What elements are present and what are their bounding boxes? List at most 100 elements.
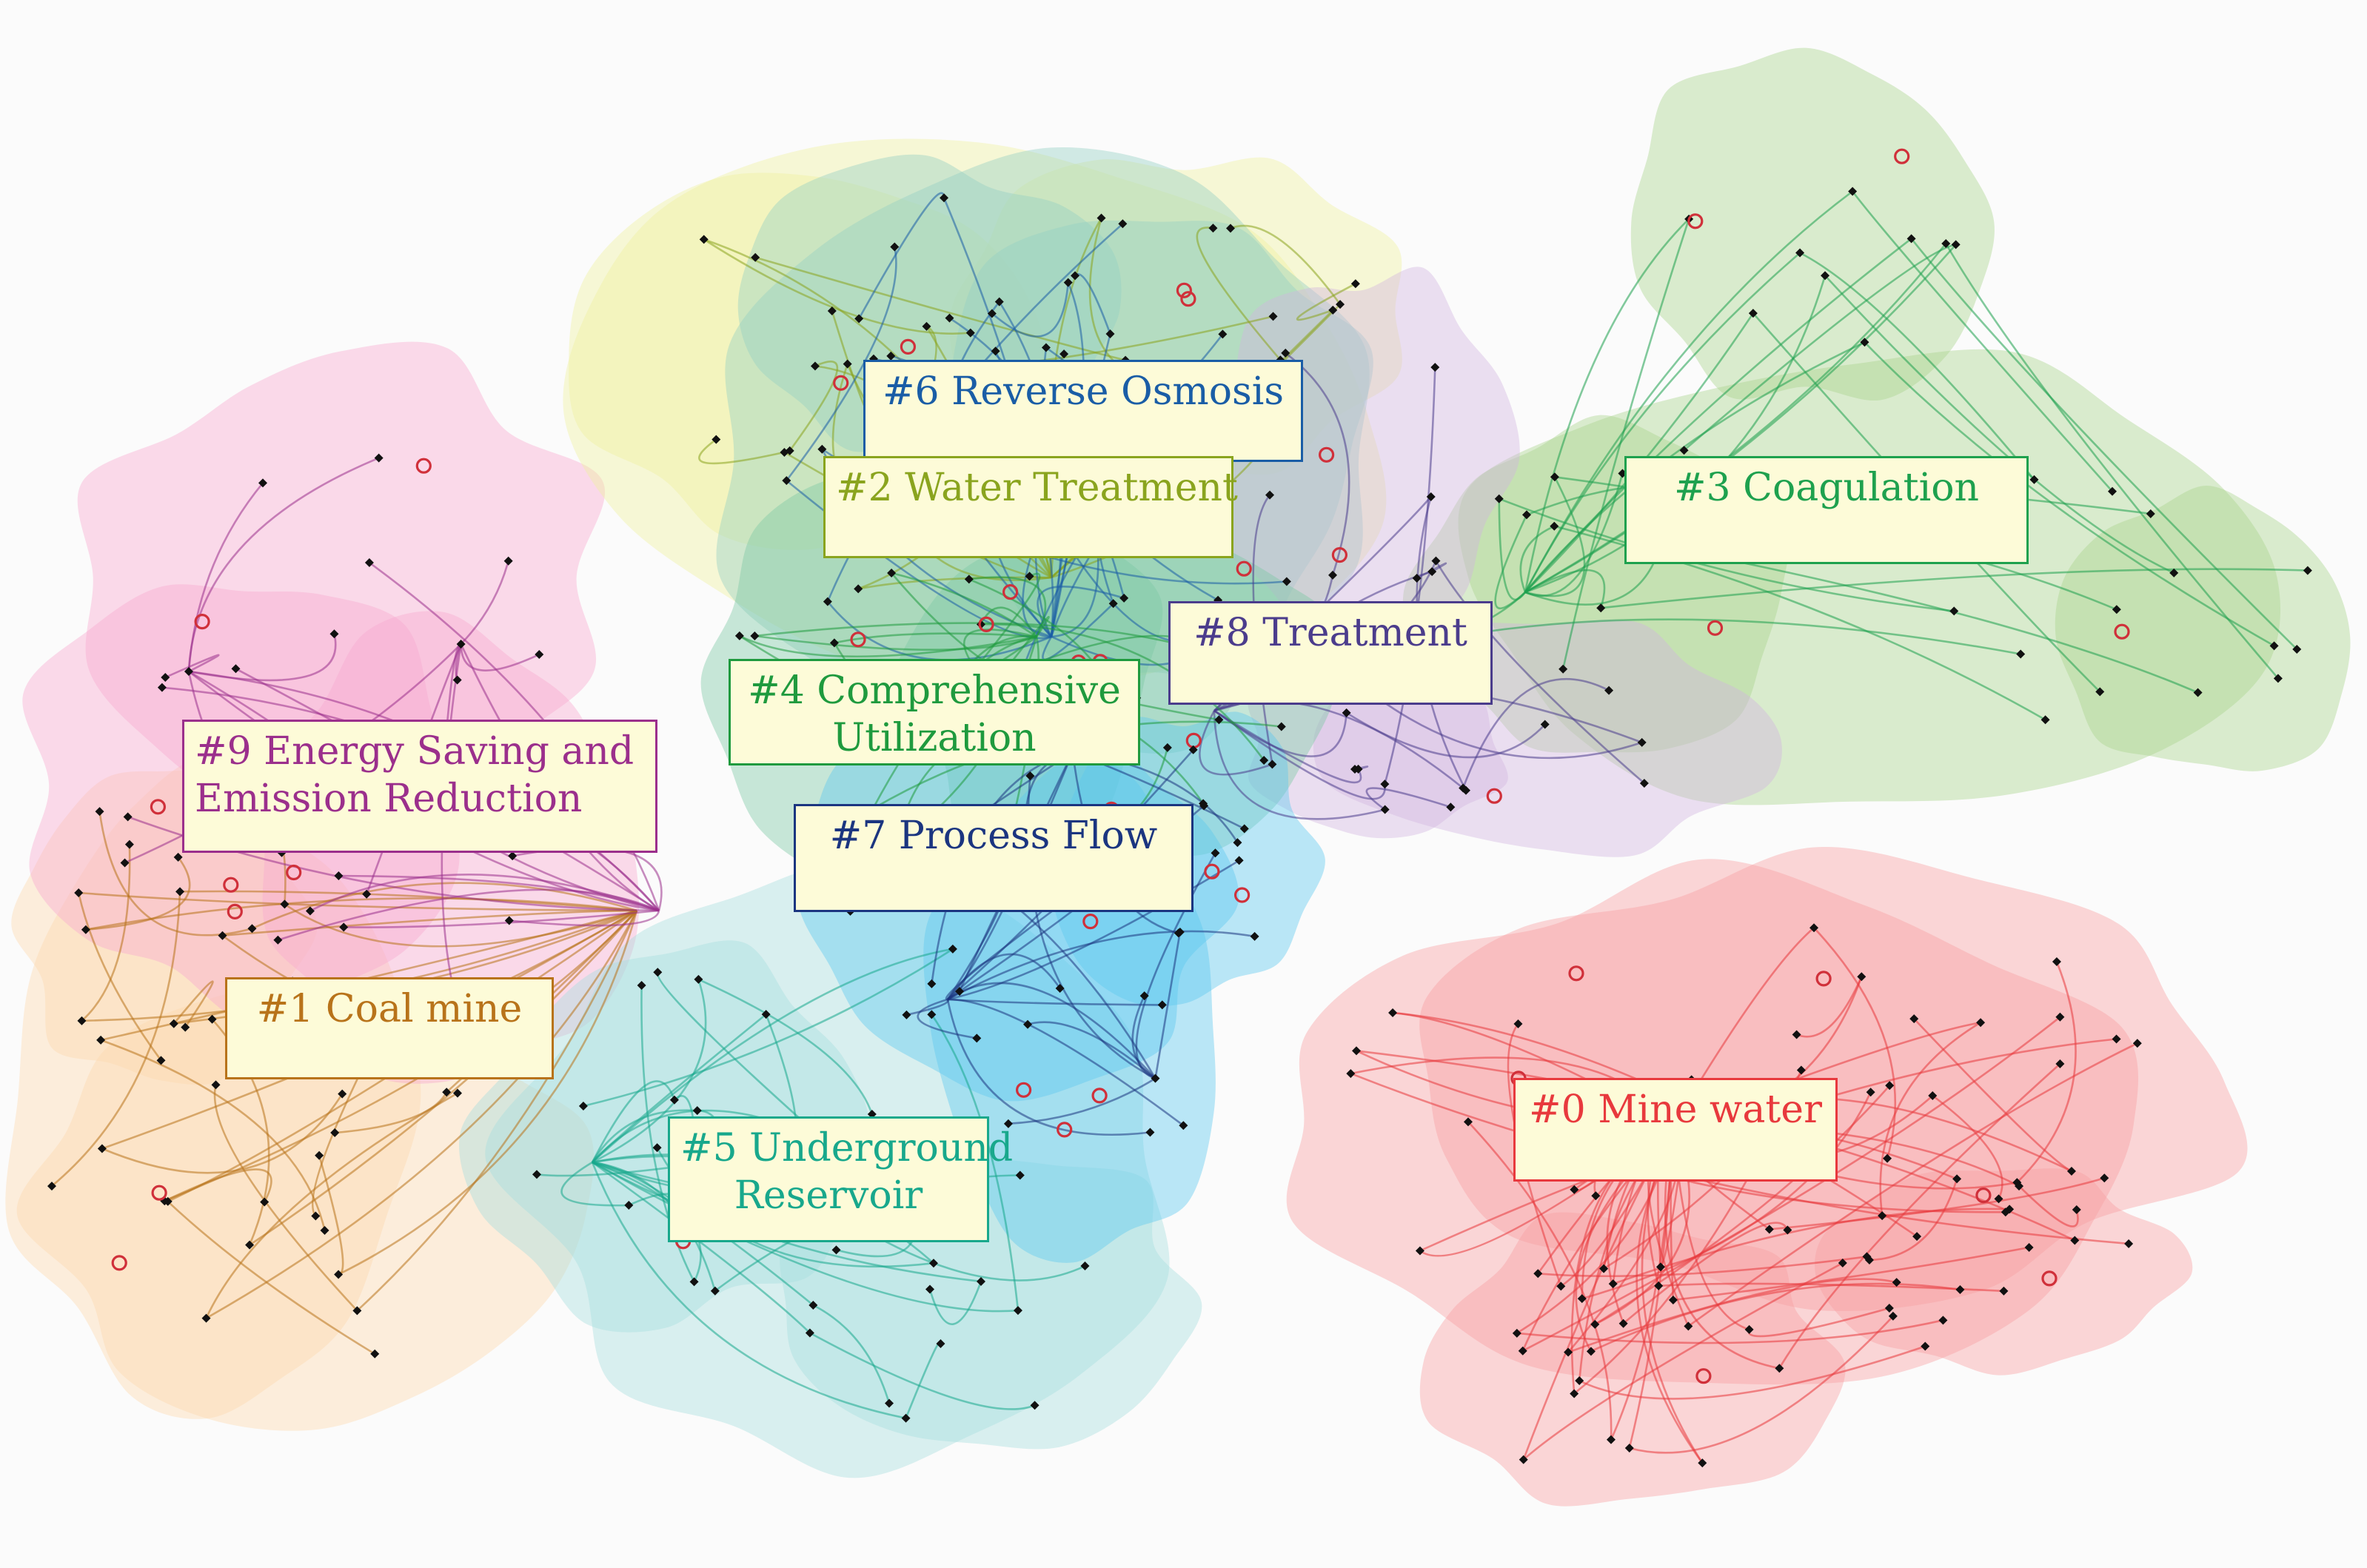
highlighted-node [1082,913,1099,930]
highlighted-node [1015,1082,1032,1098]
network-node [124,840,134,849]
highlighted-node [1894,148,1910,164]
cluster-edge [1673,1246,2029,1301]
network-node [1521,510,1531,520]
network-node [1921,1341,1930,1351]
network-node [829,638,839,648]
cluster-label-coagulation: #3 Coagulation [1624,456,2029,564]
cluster-region-c8 [1215,267,1520,639]
network-node [47,1182,56,1191]
cluster-edge [1524,546,1661,606]
network-node [972,1033,982,1043]
network-node [692,1106,702,1116]
network-node [694,974,703,984]
cluster-edge [2016,961,2077,1184]
cluster-region-c9 [77,341,606,817]
network-node [761,1010,771,1019]
network-node [1550,521,1559,531]
network-node [2146,509,2155,518]
cluster-edge [1522,1262,1844,1461]
cluster-edge [1524,218,1690,593]
network-node [374,453,384,463]
cluster-edge [78,891,637,912]
network-node [211,1080,221,1090]
cluster-edge [1416,562,1447,580]
cluster-label-underground-reservoir: #5 Underground Reservoir [668,1116,1013,1242]
highlighted-node [194,613,210,630]
cluster-edge [1613,1207,2010,1285]
network-node [305,906,315,916]
network-node [1941,238,1951,248]
highlighted-node [1687,213,1704,229]
network-node [886,351,896,361]
cluster-edge [1658,1282,2004,1293]
cluster-edge [187,482,264,672]
network-node [936,1339,945,1349]
cluster-edge [1581,1091,1872,1300]
network-node [1775,1364,1784,1373]
network-node [712,435,721,444]
cluster-edge [1350,1072,2129,1245]
network-node [1118,219,1128,229]
network-node [2055,1059,2065,1068]
network-node [1764,1224,1774,1234]
network-node [260,1197,269,1207]
cluster-edge [1435,560,1645,784]
cluster-edge [85,897,637,931]
cluster-edge [1516,1319,1944,1344]
cluster-edge [697,978,874,1115]
network-node [1604,686,1614,695]
network-node [976,1276,985,1286]
network-node [74,888,84,898]
cluster-edge [591,1080,676,1163]
cluster-edge [1687,1042,2138,1327]
network-node [1352,1046,1362,1056]
network-node [2072,1205,2081,1214]
network-node [1268,760,1277,769]
network-node [1214,715,1224,725]
cluster-edge [1285,352,1350,576]
cluster-edge [1813,927,1896,1159]
network-node [329,629,339,639]
highlighted-node [223,877,239,893]
cluster-edge [460,560,509,645]
network-node [1512,1328,1521,1338]
highlighted-node [1695,1368,1712,1384]
network-node [1023,1019,1033,1029]
highlighted-node [1815,971,1832,987]
network-node [1415,1246,1424,1256]
network-node [1025,771,1035,780]
cluster-edge [1199,710,1273,776]
network-node [669,1095,679,1105]
highlighted-node [1568,965,1584,982]
network-node [1157,1000,1167,1010]
cluster-edge [789,361,839,452]
network-node [1268,312,1278,321]
network-node [1518,1346,1527,1356]
network-node [81,925,90,934]
cluster-edge [947,998,1185,1127]
network-node [503,556,513,566]
network-node [1080,1262,1090,1271]
network-node [156,1056,166,1065]
network-node [218,931,227,940]
network-node [1912,1232,1922,1242]
cluster-edge [1864,341,2275,647]
network-node [1041,343,1051,352]
cluster-edge [85,857,191,931]
network-node [1119,593,1129,603]
cluster-edge [221,934,293,982]
network-node [1792,1030,1801,1039]
network-node [1388,1008,1398,1017]
network-node [1892,1278,1901,1287]
network-node [123,812,133,822]
cluster-edge [826,600,1052,661]
network-node [1259,756,1269,765]
cluster-edge [1622,1222,1789,1324]
cluster-edge [1913,1018,2072,1173]
network-node [442,1088,452,1097]
network-node [785,446,794,455]
network-node [320,1225,329,1235]
network-node [940,193,949,203]
network-node [1884,1304,1894,1313]
